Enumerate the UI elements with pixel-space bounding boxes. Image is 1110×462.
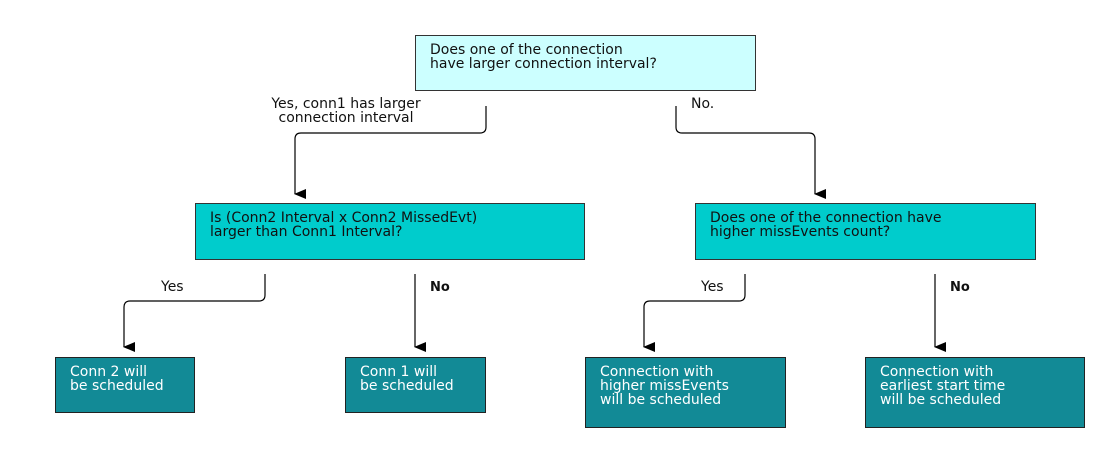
right-branch-label: No. bbox=[691, 96, 715, 112]
edge-left-yes bbox=[123, 274, 266, 352]
edge-root-to-left bbox=[294, 106, 487, 199]
edge-root-to-right bbox=[675, 106, 826, 199]
right-yes-label: Yes bbox=[701, 279, 724, 295]
right-question-line-2: higher missEvents count? bbox=[710, 224, 891, 240]
result-earliest-start-line-3: will be scheduled bbox=[880, 392, 1002, 408]
left-branch-label-line-1: Yes, conn1 has larger bbox=[271, 96, 421, 112]
result-conn2-line-2: be scheduled bbox=[70, 378, 164, 394]
root-question-line-2: have larger connection interval? bbox=[430, 56, 657, 72]
edge-right-yes bbox=[643, 274, 746, 352]
result-earliest-start-line-1: Connection with bbox=[880, 364, 994, 380]
result-higher-missevents-line-3: will be scheduled bbox=[600, 392, 722, 408]
left-question-line-1: Is (Conn2 Interval x Conn2 MissedEvt) bbox=[210, 210, 478, 226]
left-no-label: No bbox=[430, 280, 450, 295]
right-decision-box: Does one of the connection have higher m… bbox=[695, 203, 1036, 260]
result-higher-missevents-box: Connection with higher missEvents will b… bbox=[585, 357, 786, 428]
result-higher-missevents-line-2: higher missEvents bbox=[600, 378, 729, 394]
result-conn2-line-1: Conn 2 will bbox=[70, 364, 148, 380]
left-yes-label: Yes bbox=[161, 279, 184, 295]
root-question-line-1: Does one of the connection bbox=[430, 42, 623, 58]
root-decision-box: Does one of the connection have larger c… bbox=[415, 35, 756, 91]
right-question-line-1: Does one of the connection have bbox=[710, 210, 942, 226]
left-decision-box: Is (Conn2 Interval x Conn2 MissedEvt) la… bbox=[195, 203, 585, 260]
result-earliest-start-line-2: earliest start time bbox=[880, 378, 1006, 394]
result-conn1-line-2: be scheduled bbox=[360, 378, 454, 394]
left-branch-label-line-2: connection interval bbox=[278, 110, 414, 126]
result-conn2-box: Conn 2 will be scheduled bbox=[55, 357, 195, 413]
result-earliest-start-box: Connection with earliest start time will… bbox=[865, 357, 1085, 428]
result-conn1-line-1: Conn 1 will bbox=[360, 364, 438, 380]
result-conn1-box: Conn 1 will be scheduled bbox=[345, 357, 486, 413]
right-no-label: No bbox=[950, 280, 970, 295]
result-higher-missevents-line-1: Connection with bbox=[600, 364, 714, 380]
left-question-line-2: larger than Conn1 Interval? bbox=[210, 224, 403, 240]
left-branch-label: Yes, conn1 has larger connection interva… bbox=[246, 97, 446, 125]
